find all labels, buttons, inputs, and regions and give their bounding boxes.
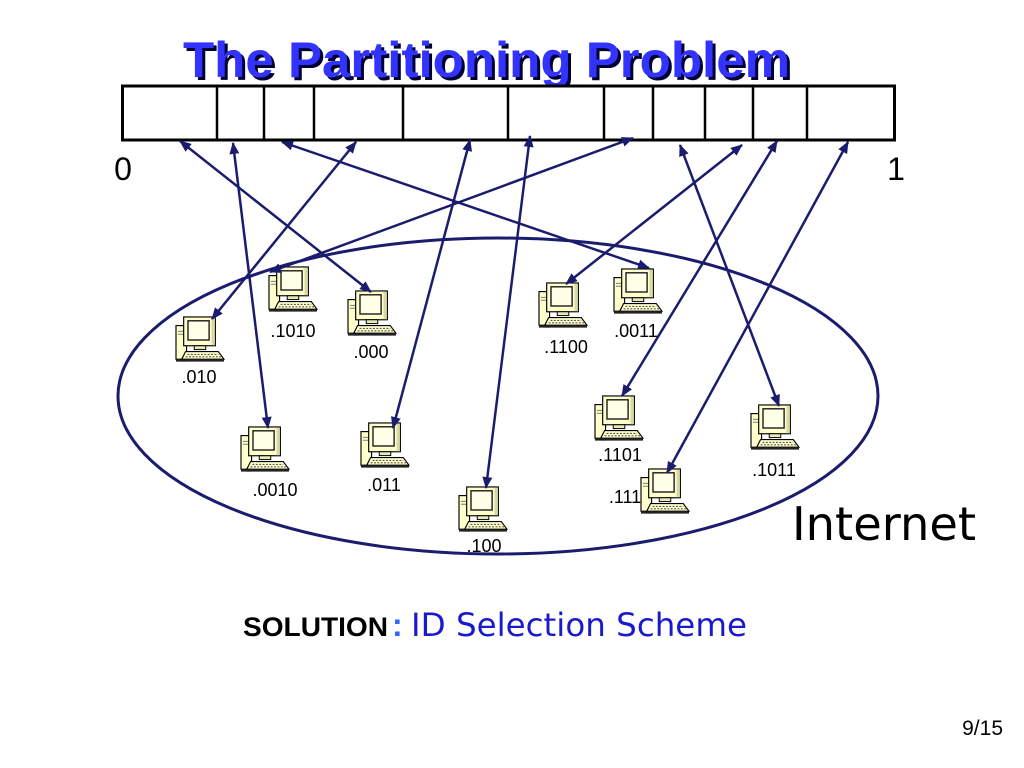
computer-node: .011 xyxy=(360,422,410,495)
computer-icon xyxy=(640,468,690,515)
solution-label: SOLUTION xyxy=(243,612,388,642)
node-id-label: .000 xyxy=(353,342,388,362)
id-assignment-arrow xyxy=(269,136,634,274)
slide-title-shadow: The Partitioning Problem xyxy=(186,35,793,91)
node-id-label: .1101 xyxy=(598,445,642,465)
page-number: 9/15 xyxy=(962,717,1003,740)
computer-icon xyxy=(750,404,800,451)
computer-node: .0011 xyxy=(613,268,663,341)
computer-icon xyxy=(347,290,397,337)
slide-title: The Partitioning Problem The Partitionin… xyxy=(183,32,793,91)
computer-icon xyxy=(175,316,225,363)
internet-label: Internet xyxy=(792,497,976,551)
computer-node: .111 xyxy=(609,468,690,515)
computer-node: .1011 xyxy=(750,404,800,480)
id-assignment-arrow xyxy=(565,144,743,285)
node-id-label: .1010 xyxy=(270,321,315,341)
node-id-label: .111 xyxy=(609,487,641,507)
computer-node: .1101 xyxy=(594,395,644,465)
id-space-start-label: 0 xyxy=(114,151,132,187)
computer-node: .000 xyxy=(347,290,397,362)
id-space-bar xyxy=(121,84,896,142)
id-space-end-label: 1 xyxy=(887,151,905,187)
node-id-label: .011 xyxy=(367,475,401,495)
computer-icon xyxy=(594,395,644,442)
computer-icon xyxy=(458,486,508,533)
computer-node: .100 xyxy=(458,486,508,556)
computer-node: .010 xyxy=(175,316,225,387)
computer-icon xyxy=(613,268,663,315)
node-id-label: .100 xyxy=(466,536,501,556)
id-assignment-arrows xyxy=(179,135,850,489)
computer-icon xyxy=(240,426,290,473)
computer-icon xyxy=(268,266,318,313)
solution-separator: : xyxy=(392,607,403,643)
solution-line: SOLUTION : ID Selection Scheme xyxy=(243,606,747,644)
computer-icon xyxy=(538,282,588,329)
id-assignment-arrow xyxy=(665,141,850,474)
computer-node: .1100 xyxy=(538,282,588,357)
node-id-label: .1100 xyxy=(544,337,588,357)
computer-icon xyxy=(360,422,410,469)
slide-title-text: The Partitioning Problem xyxy=(183,32,790,88)
computer-node: .0010 xyxy=(240,426,298,500)
node-id-label: .0010 xyxy=(252,480,297,500)
node-id-label: .1011 xyxy=(752,460,796,480)
solution-text: ID Selection Scheme xyxy=(411,606,747,644)
node-id-label: .0011 xyxy=(614,321,658,341)
node-id-label: .010 xyxy=(181,367,216,387)
computer-node: .1010 xyxy=(268,266,318,341)
